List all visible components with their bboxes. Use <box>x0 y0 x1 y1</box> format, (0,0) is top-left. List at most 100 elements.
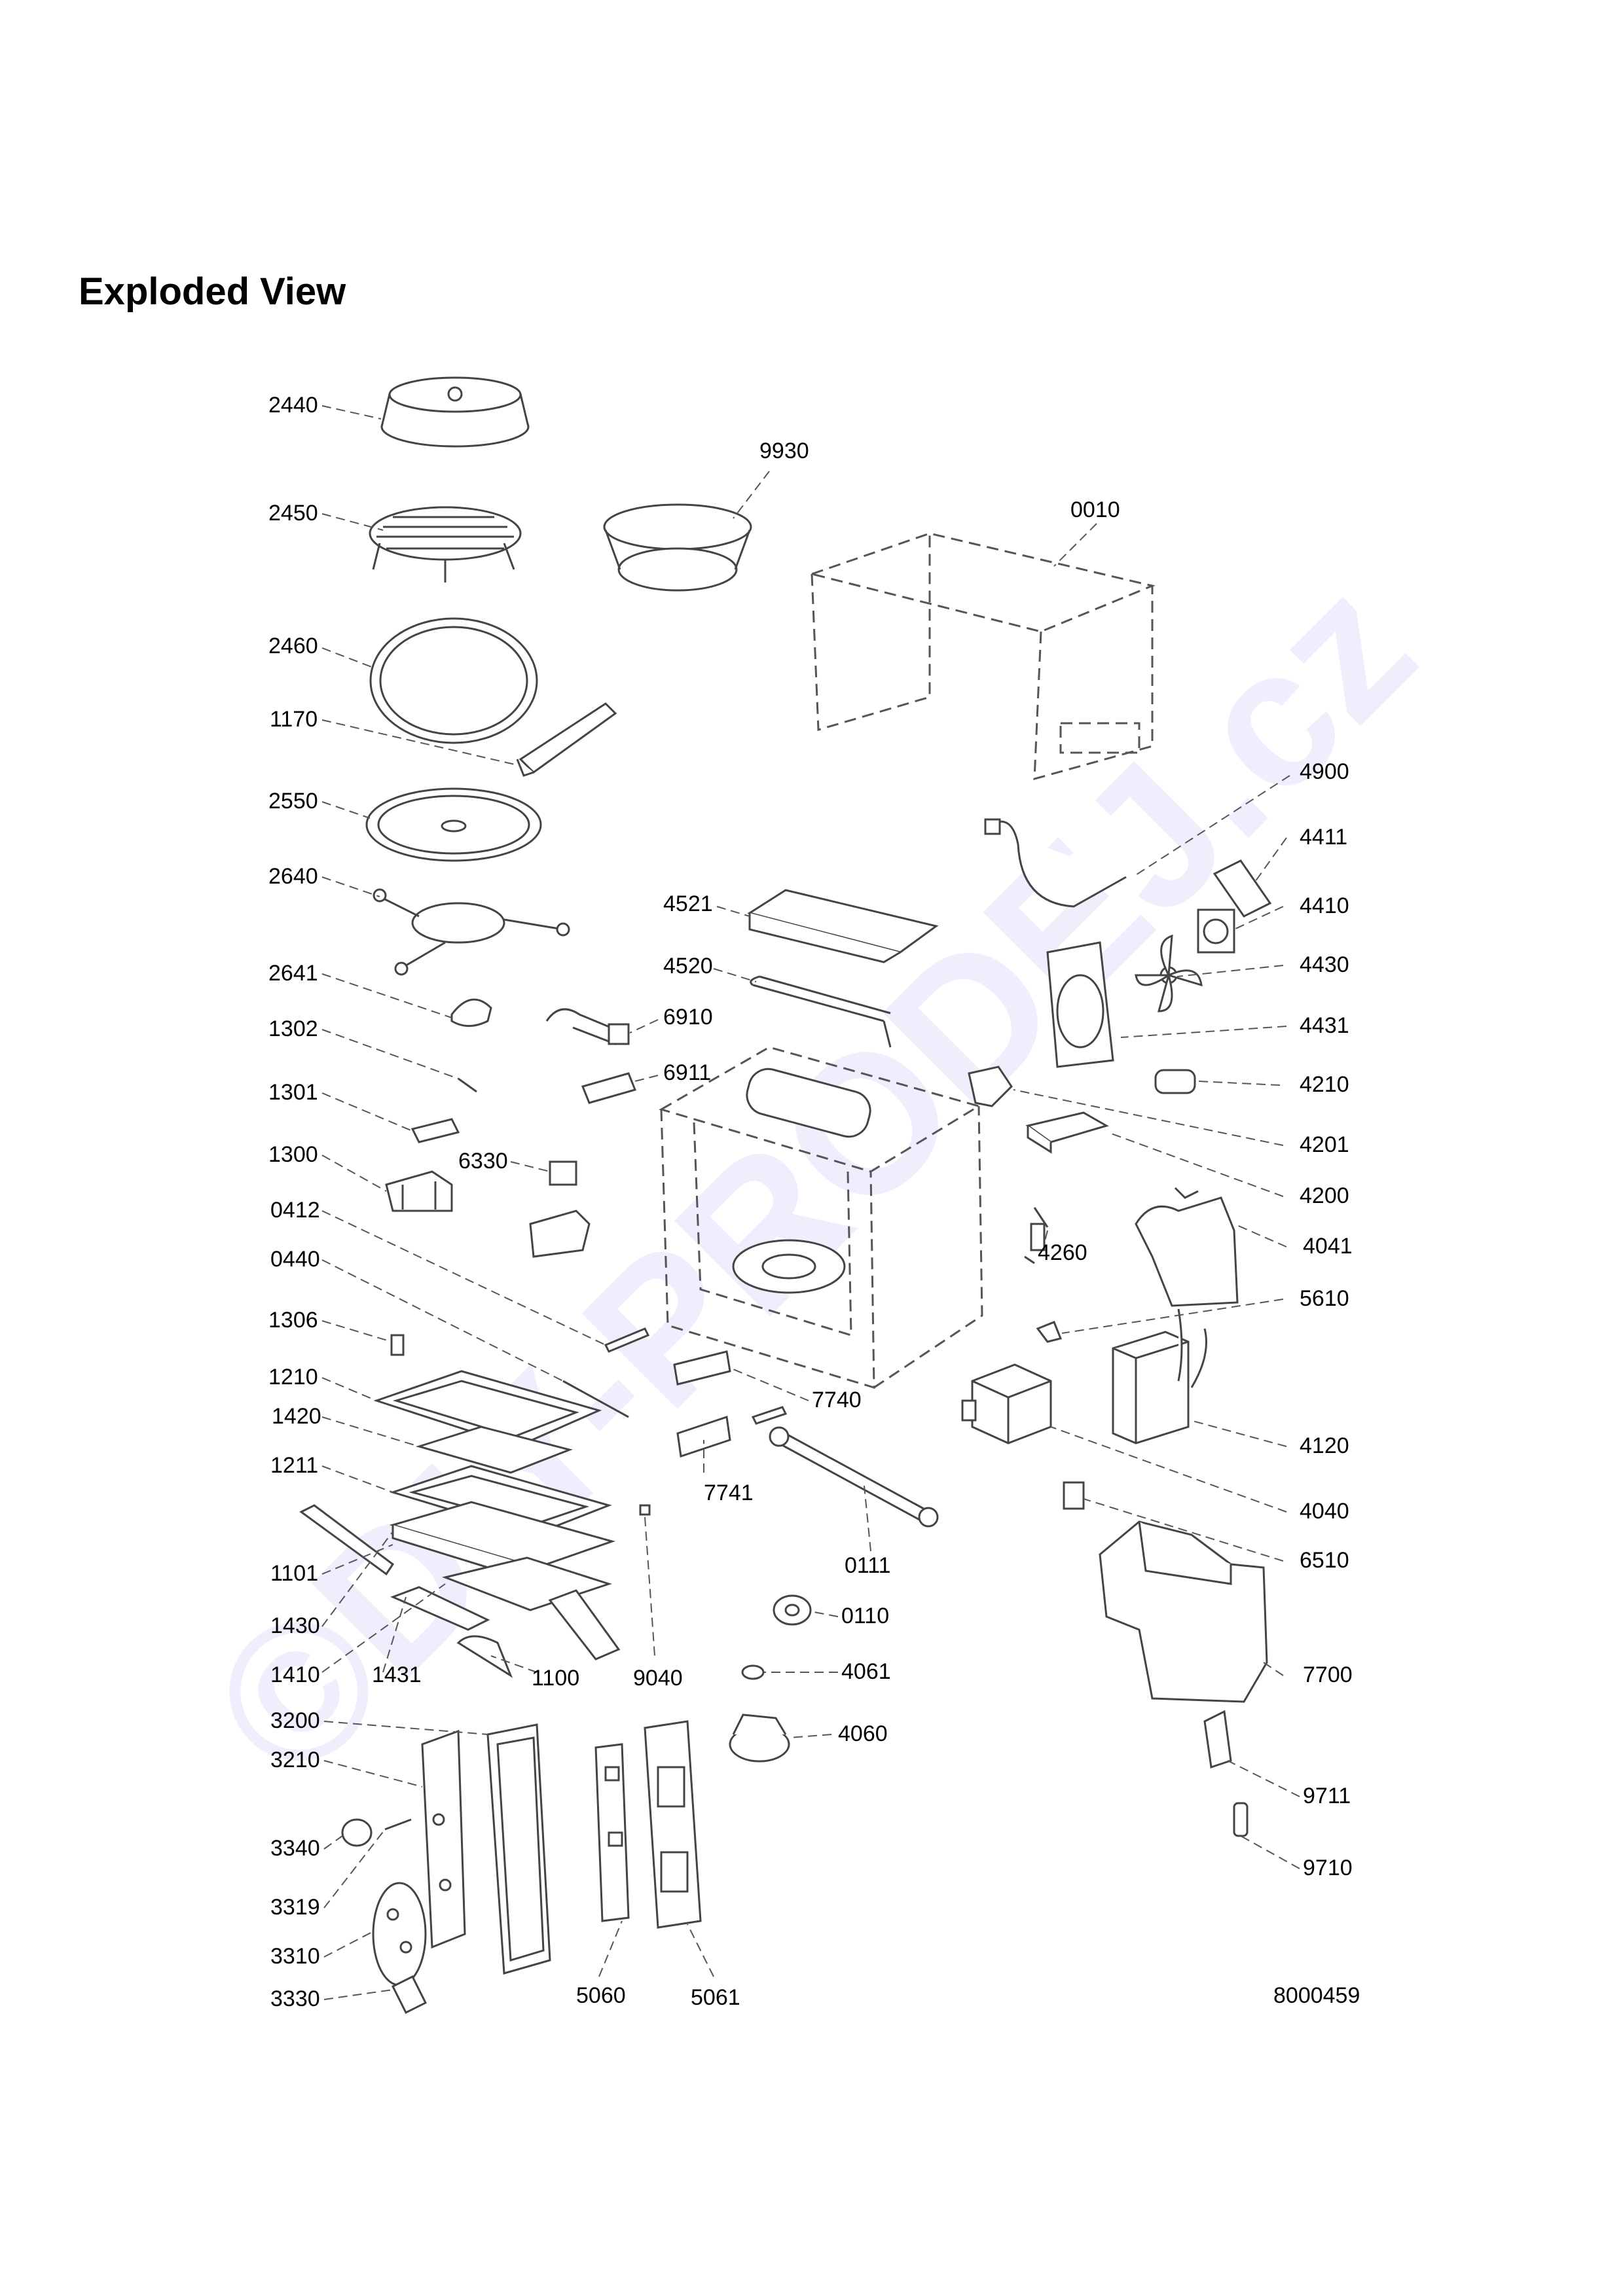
label-6330: 6330 <box>458 1149 508 1174</box>
label-3340: 3340 <box>270 1836 320 1861</box>
label-1210: 1210 <box>268 1365 318 1390</box>
label-5060: 5060 <box>576 1983 626 2008</box>
part-1420-glass <box>415 1426 573 1474</box>
label-1301: 1301 <box>268 1080 318 1105</box>
label-4210: 4210 <box>1300 1072 1349 1097</box>
part-3340-knob <box>341 1818 373 1847</box>
part-4431-air-guide <box>1046 941 1114 1068</box>
part-7741-plate <box>676 1416 731 1458</box>
label-1430: 1430 <box>270 1613 320 1638</box>
part-3200-control-panel-frame <box>486 1723 551 1975</box>
part-9711-fuse-holder <box>1203 1710 1232 1768</box>
part-9710-fuse <box>1233 1802 1249 1837</box>
part-3330-encoder <box>391 1975 428 2015</box>
page-title: Exploded View <box>79 270 346 313</box>
label-2640: 2640 <box>268 864 318 889</box>
part-2450-grill-rack <box>369 506 522 583</box>
part-7700-bracket <box>1099 1520 1268 1703</box>
part-4260-diode <box>1024 1207 1049 1265</box>
part-1306-clip <box>390 1334 405 1356</box>
part-4061-washer <box>741 1664 765 1680</box>
part-2550-turntable-glass <box>365 787 542 862</box>
label-3319: 3319 <box>270 1895 320 1920</box>
label-6911: 6911 <box>663 1060 711 1085</box>
label-2550: 2550 <box>268 789 318 814</box>
part-4200-capacitor <box>1025 1111 1109 1154</box>
part-6510-switch <box>1063 1481 1085 1510</box>
label-3310: 3310 <box>270 1944 320 1969</box>
label-1170: 1170 <box>270 707 318 732</box>
label-3200: 3200 <box>270 1708 320 1733</box>
label-1101: 1101 <box>270 1561 318 1586</box>
label-0111: 0111 <box>845 1553 891 1578</box>
part-1170-handle <box>516 702 617 777</box>
part-4041-wave-guide <box>1135 1187 1239 1307</box>
part-1301-lever <box>410 1118 460 1143</box>
label-4431: 4431 <box>1300 1013 1349 1038</box>
label-4060: 4060 <box>838 1721 888 1746</box>
label-1410: 1410 <box>270 1662 320 1687</box>
part-3319-spring <box>384 1818 412 1831</box>
part-6911-lamp-bracket <box>581 1072 637 1104</box>
label-6910: 6910 <box>663 1005 713 1030</box>
part-labels: 2440 9930 2450 0010 2460 1170 4900 2550 … <box>268 393 1360 2011</box>
part-3210-control-panel-front <box>421 1729 466 1949</box>
leader-lines <box>321 405 1300 2000</box>
part-1101-handle-trim <box>299 1504 395 1576</box>
label-1302: 1302 <box>268 1016 318 1041</box>
part-4120-transformer <box>1112 1308 1207 1444</box>
label-2641: 2641 <box>268 961 318 986</box>
part-6910-lamp <box>545 1008 630 1046</box>
label-0010: 0010 <box>1070 497 1120 522</box>
part-0110-wheel <box>773 1594 812 1626</box>
part-1210-door-frame <box>373 1370 602 1448</box>
part-1302-pin <box>458 1077 477 1093</box>
label-0440: 0440 <box>270 1247 320 1272</box>
label-9930: 9930 <box>759 439 809 463</box>
part-9930-crisp-plate <box>603 503 752 592</box>
label-4120: 4120 <box>1300 1433 1349 1458</box>
part-4410-fan-motor <box>1197 908 1235 954</box>
part-5610-clip <box>1036 1321 1063 1343</box>
part-4900-cable <box>984 818 1127 908</box>
part-1300-switch-holder <box>385 1170 453 1212</box>
part-4411-fan-bracket <box>1213 859 1272 918</box>
label-7700: 7700 <box>1303 1662 1353 1687</box>
part-4210-capacitor <box>1154 1069 1196 1094</box>
label-1431: 1431 <box>372 1662 422 1687</box>
label-0110: 0110 <box>841 1604 889 1628</box>
part-2640-roller-support <box>373 888 570 976</box>
part-2641-coupler <box>450 998 492 1027</box>
label-2450: 2450 <box>268 501 318 526</box>
label-5061: 5061 <box>691 1985 740 2010</box>
label-1300: 1300 <box>268 1142 318 1167</box>
part-4520-grill-element <box>750 975 892 1048</box>
part-2460-roller-ring <box>369 617 538 744</box>
part-2440-grill-cover <box>380 376 530 448</box>
label-3330: 3330 <box>270 1986 320 2011</box>
label-3210: 3210 <box>270 1748 320 1772</box>
label-4430: 4430 <box>1300 952 1349 977</box>
label-4521: 4521 <box>663 891 713 916</box>
part-5061-pcb <box>644 1720 702 1929</box>
label-1211: 1211 <box>270 1453 318 1478</box>
part-3310-plate <box>372 1882 427 1986</box>
part-0010-cabinet <box>808 532 1156 780</box>
label-4040: 4040 <box>1300 1499 1349 1524</box>
part-5060-pcb <box>594 1743 630 1922</box>
part-4060-turntable-motor <box>729 1713 790 1763</box>
label-2440: 2440 <box>268 393 318 418</box>
part-1431-trim <box>390 1586 490 1631</box>
label-4061: 4061 <box>841 1659 891 1684</box>
drawing-number: 8000459 <box>1273 1983 1360 2008</box>
label-0412: 0412 <box>270 1198 320 1223</box>
label-4201: 4201 <box>1300 1132 1349 1157</box>
label-2460: 2460 <box>268 634 318 658</box>
label-9710: 9710 <box>1303 1856 1353 1880</box>
part-oven-cavity <box>659 1046 983 1390</box>
label-4520: 4520 <box>663 954 713 978</box>
part-4040-magnetron <box>961 1363 1052 1444</box>
part-4201-bracket <box>968 1066 1013 1107</box>
part-door-outer-panel <box>548 1589 621 1660</box>
